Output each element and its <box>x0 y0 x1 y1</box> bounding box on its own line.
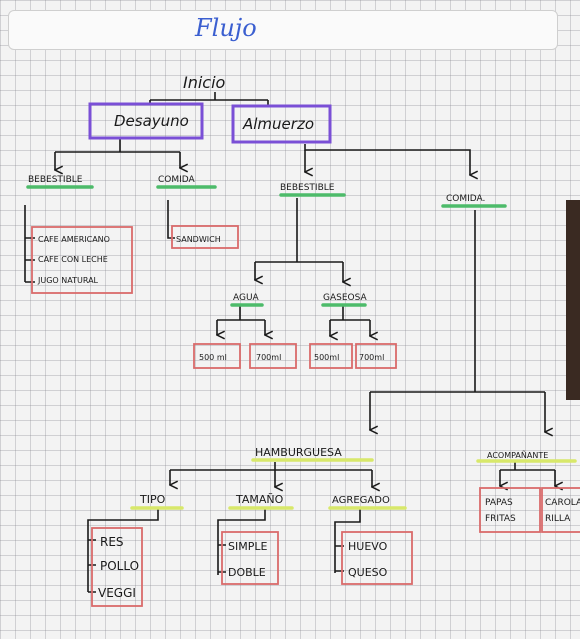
label-underlines <box>26 185 577 510</box>
wrapped-line: RILLA <box>545 514 571 524</box>
papas-fritas-line: PAPAS <box>485 498 513 508</box>
page-title: Flujo <box>195 14 257 42</box>
gaseosa-500-item: 500ml <box>314 353 339 362</box>
carola-rilla-line: CAROLA <box>545 498 580 508</box>
sandwich-item: SANDWICH <box>176 235 221 244</box>
connector-lines <box>24 92 555 593</box>
cafe-americano-item: CAFE AMERICANO <box>38 235 110 244</box>
almuerzo-bebestible-label: BEBESTIBLE <box>280 183 335 193</box>
desayuno-box <box>88 102 204 140</box>
res-item: RES <box>100 535 124 549</box>
cafe-con-leche-item: CAFE CON LECHE <box>38 255 108 264</box>
root-label: Inicio <box>183 73 226 92</box>
page-edge-shadow <box>566 200 580 400</box>
papas-fritas-item: PAPAS FRITAS <box>485 498 516 524</box>
title-bar <box>8 10 558 50</box>
wrapped-line: FRITAS <box>485 514 516 524</box>
pollo-item: POLLO <box>100 559 139 573</box>
acompanante-label: ACOMPAÑANTE <box>487 450 548 460</box>
item-boxes <box>31 225 580 607</box>
desayuno-label: Desayuno <box>114 112 189 130</box>
agua-700-item: 700ml <box>256 353 281 362</box>
gaseosa-700-item: 700ml <box>359 353 384 362</box>
agua-500-item: 500 ml <box>199 353 227 362</box>
carola-rilla-item: CAROLA RILLA <box>545 498 580 524</box>
jugo-natural-item: JUGO NATURAL <box>37 276 99 285</box>
desayuno-comida-label: COMIDA <box>158 175 196 185</box>
gaseosa-label: GASEOSA <box>323 293 367 303</box>
huevo-item: HUEVO <box>348 540 388 553</box>
agua-label: AGUA <box>233 293 260 303</box>
agregado-label: AGREGADO <box>332 495 390 506</box>
queso-item: QUESO <box>348 566 388 579</box>
hamburguesa-label: HAMBURGUESA <box>255 446 342 459</box>
doble-item: DOBLE <box>228 566 266 579</box>
almuerzo-comida-label: COMIDA. <box>446 194 485 204</box>
tamano-label: TAMAÑO <box>235 493 284 506</box>
almuerzo-label: Almuerzo <box>242 115 314 133</box>
almuerzo-box <box>231 104 332 144</box>
tipo-label: TIPO <box>139 493 166 506</box>
simple-item: SIMPLE <box>228 540 267 553</box>
veggi-item: VEGGI <box>98 586 136 600</box>
desayuno-bebestible-label: BEBESTIBLE <box>28 175 83 185</box>
